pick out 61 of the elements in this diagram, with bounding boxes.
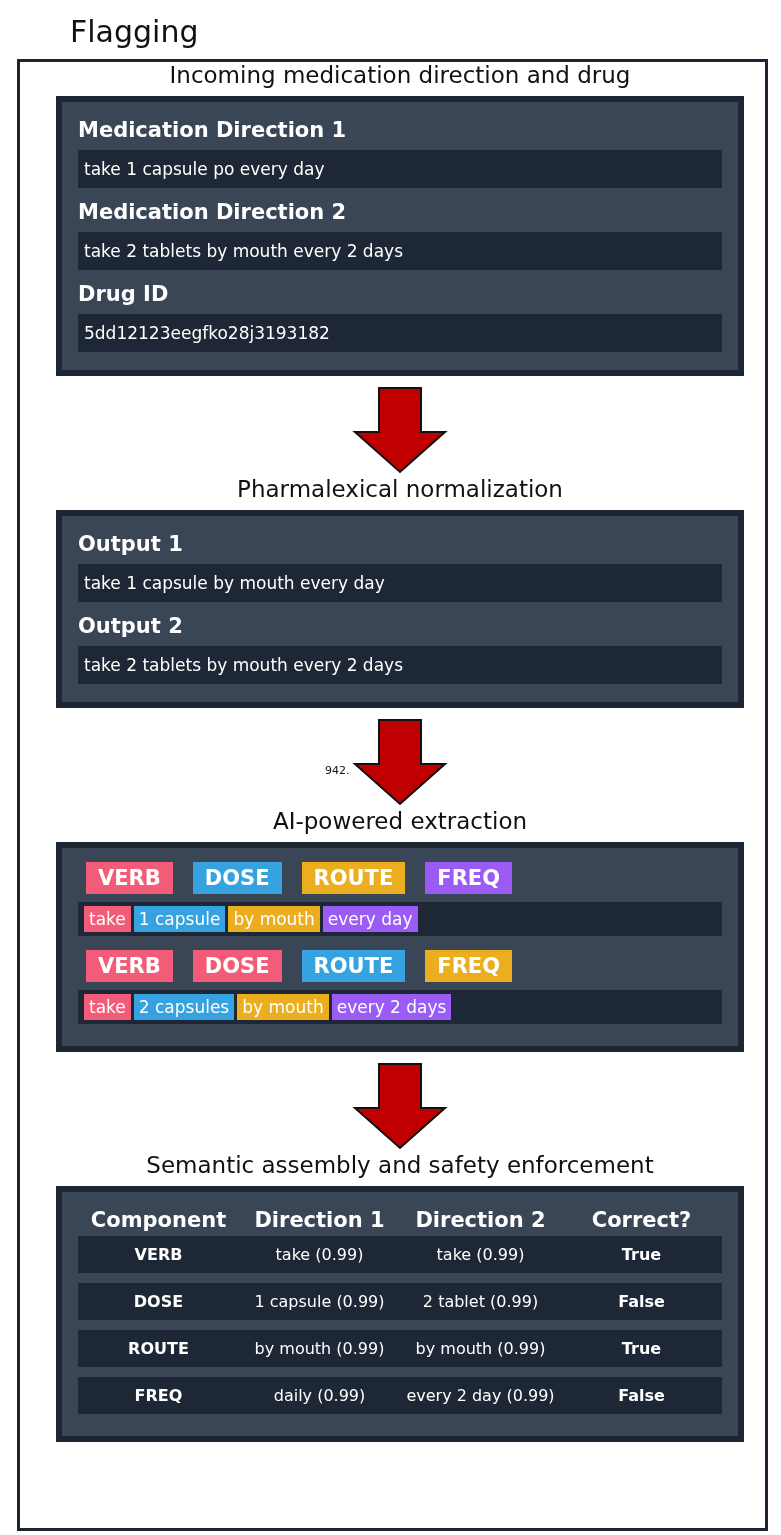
category-tag: ROUTE: [301, 950, 406, 982]
panel-heading: AI-powered extraction: [271, 808, 529, 834]
table-cell-text: by mouth (0.99): [253, 1339, 386, 1358]
table-cell-text: FREQ: [133, 1386, 184, 1405]
table-cell-text: False: [617, 1386, 666, 1405]
block-arrow: [352, 387, 448, 474]
token-bar: [78, 902, 722, 936]
block-arrow: [352, 719, 448, 806]
panel-heading: Pharmalexical normalization: [236, 476, 564, 502]
entity-tag: every 2 days: [331, 994, 452, 1020]
panel-heading: Semantic assembly and safety enforcement: [145, 1152, 655, 1178]
table-row: [78, 1330, 722, 1367]
value-field: take 1 capsule po every day: [78, 150, 722, 188]
table-cell-text: daily (0.99): [272, 1386, 367, 1405]
table-cell-text: take (0.99): [274, 1245, 365, 1264]
entity-tag: by mouth: [237, 994, 329, 1020]
table-cell-text: False: [617, 1292, 666, 1311]
panel-heading: Incoming medication direction and drug: [168, 62, 632, 88]
token-bar: [78, 990, 722, 1024]
entity-tag: 2 capsules: [133, 994, 235, 1020]
field-heading: Medication Direction 2: [78, 200, 348, 224]
table-row: [78, 1236, 722, 1273]
table-cell-text: 1 capsule (0.99): [253, 1292, 386, 1311]
field-heading: Medication Direction 1: [78, 118, 348, 142]
column-header: Direction 1: [253, 1208, 386, 1232]
frame-heading: Flagging: [70, 14, 199, 49]
entity-tag: take: [84, 994, 131, 1020]
table-cell-text: take (0.99): [435, 1245, 526, 1264]
stray-number: 942.: [325, 764, 350, 777]
field-heading: Drug ID: [78, 282, 170, 306]
block-arrow: [352, 1063, 448, 1150]
category-tag: VERB: [86, 950, 173, 982]
category-tag: VERB: [86, 862, 173, 894]
value-field: 5dd12123eegfko28j3193182: [78, 314, 722, 352]
table-row: [78, 1377, 722, 1414]
table-cell-text: DOSE: [132, 1292, 185, 1311]
column-header: Component: [89, 1208, 228, 1232]
table-cell-text: True: [620, 1245, 663, 1264]
table-cell-text: 2 tablet (0.99): [421, 1292, 540, 1311]
category-tag: FREQ: [425, 950, 512, 982]
table-cell-text: ROUTE: [127, 1339, 190, 1358]
table-row: [78, 1283, 722, 1320]
category-tag: DOSE: [192, 862, 282, 894]
entity-tag: every day: [322, 906, 418, 932]
value-field: take 1 capsule by mouth every day: [78, 564, 722, 602]
field-heading: Output 1: [78, 532, 184, 556]
value-field: take 2 tablets by mouth every 2 days: [78, 232, 722, 270]
column-header: Correct?: [590, 1208, 693, 1232]
table-cell-text: by mouth (0.99): [414, 1339, 547, 1358]
field-heading: Output 2: [78, 614, 184, 638]
table-cell-text: VERB: [133, 1245, 184, 1264]
column-header: Direction 2: [414, 1208, 547, 1232]
table-cell-text: True: [620, 1339, 663, 1358]
entity-tag: 1 capsule: [133, 906, 226, 932]
category-tag: ROUTE: [301, 862, 406, 894]
category-tag: FREQ: [425, 862, 512, 894]
category-tag: DOSE: [192, 950, 282, 982]
value-field: take 2 tablets by mouth every 2 days: [78, 646, 722, 684]
entity-tag: take: [84, 906, 131, 932]
entity-tag: by mouth: [228, 906, 320, 932]
table-cell-text: every 2 day (0.99): [405, 1386, 556, 1405]
